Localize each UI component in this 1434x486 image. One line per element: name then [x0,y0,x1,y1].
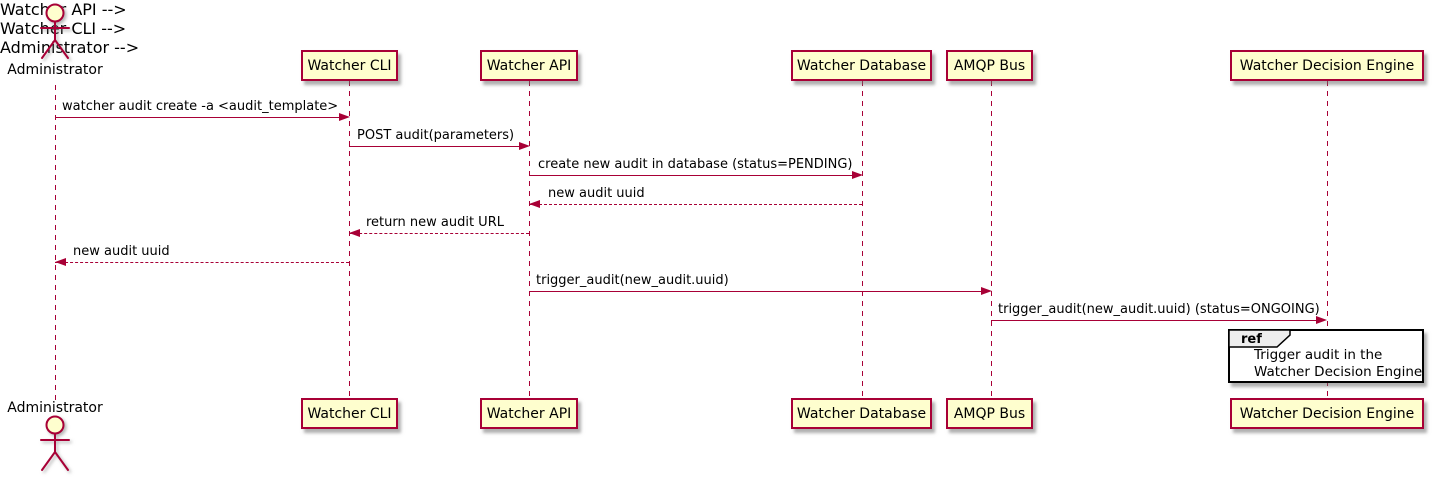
actor-icon [40,415,70,471]
message-label: POST audit(parameters) [357,128,515,143]
message-line [529,204,862,205]
message-label: watcher audit create -a <audit_template> [62,99,339,114]
message-line [349,146,520,147]
message-label: return new audit URL [366,215,504,230]
arrowhead-right-icon [519,142,530,150]
participant-watcher-cli-top: Watcher CLI [301,50,398,81]
ref-fragment: ref Trigger audit in the Watcher Decisio… [1228,329,1424,383]
arrowhead-right-icon [339,113,350,121]
message-label: trigger_audit(new_audit.uuid) (status=ON… [998,302,1320,317]
participant-watcher-cli-bottom: Watcher CLI [301,398,398,429]
message-line [349,233,529,234]
participant-amqp-bus-bottom: AMQP Bus [946,398,1033,429]
actor-icon [40,3,70,59]
message-label: trigger_audit(new_audit.uuid) [536,273,729,288]
ref-text-line2: Watcher Decision Engine [1254,364,1423,380]
ref-tab-icon [1228,329,1291,348]
participant-watcher-api-top: Watcher API [480,50,578,81]
arrowhead-right-icon [981,287,992,295]
message-line [529,175,853,176]
actor-label-top: Administrator [7,62,103,78]
arrowhead-left-icon [55,258,66,266]
ref-text-line1: Trigger audit in the [1254,347,1383,363]
message-label: new audit uuid [73,244,170,259]
participant-watcher-database-top: Watcher Database [791,50,932,81]
arrowhead-left-icon [349,229,360,237]
participant-watcher-decision-engine-top: Watcher Decision Engine [1230,50,1424,81]
participant-amqp-bus-top: AMQP Bus [946,50,1033,81]
participant-watcher-decision-engine-bottom: Watcher Decision Engine [1230,398,1424,429]
participant-watcher-database-bottom: Watcher Database [791,398,932,429]
message-label: create new audit in database (status=PEN… [538,157,853,172]
message-line [991,320,1317,321]
message-line [529,291,981,292]
ref-keyword: ref [1241,332,1262,347]
message-line [55,117,340,118]
participant-watcher-api-bottom: Watcher API [480,398,578,429]
arrowhead-right-icon [1316,316,1327,324]
arrowhead-left-icon [529,200,540,208]
message-line [55,262,349,263]
actor-label-bottom: Administrator [7,400,103,416]
arrowhead-right-icon [852,171,863,179]
message-label: new audit uuid [548,186,645,201]
